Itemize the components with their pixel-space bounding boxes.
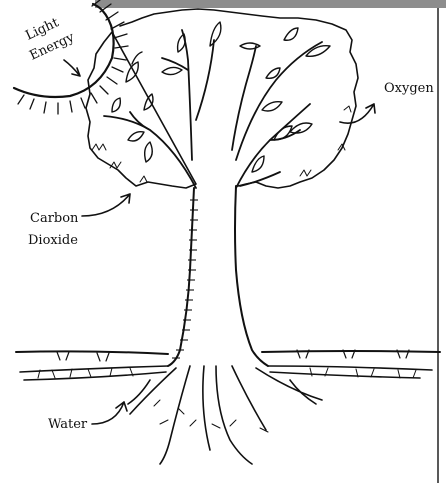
oxygen-label: Oxygen — [384, 81, 434, 96]
carbon-dioxide-label-line1: Carbon — [30, 211, 79, 226]
carbon-dioxide-label-line2: Dioxide — [28, 233, 78, 248]
water-label: Water — [48, 417, 88, 432]
top-scan-edge — [95, 0, 446, 8]
